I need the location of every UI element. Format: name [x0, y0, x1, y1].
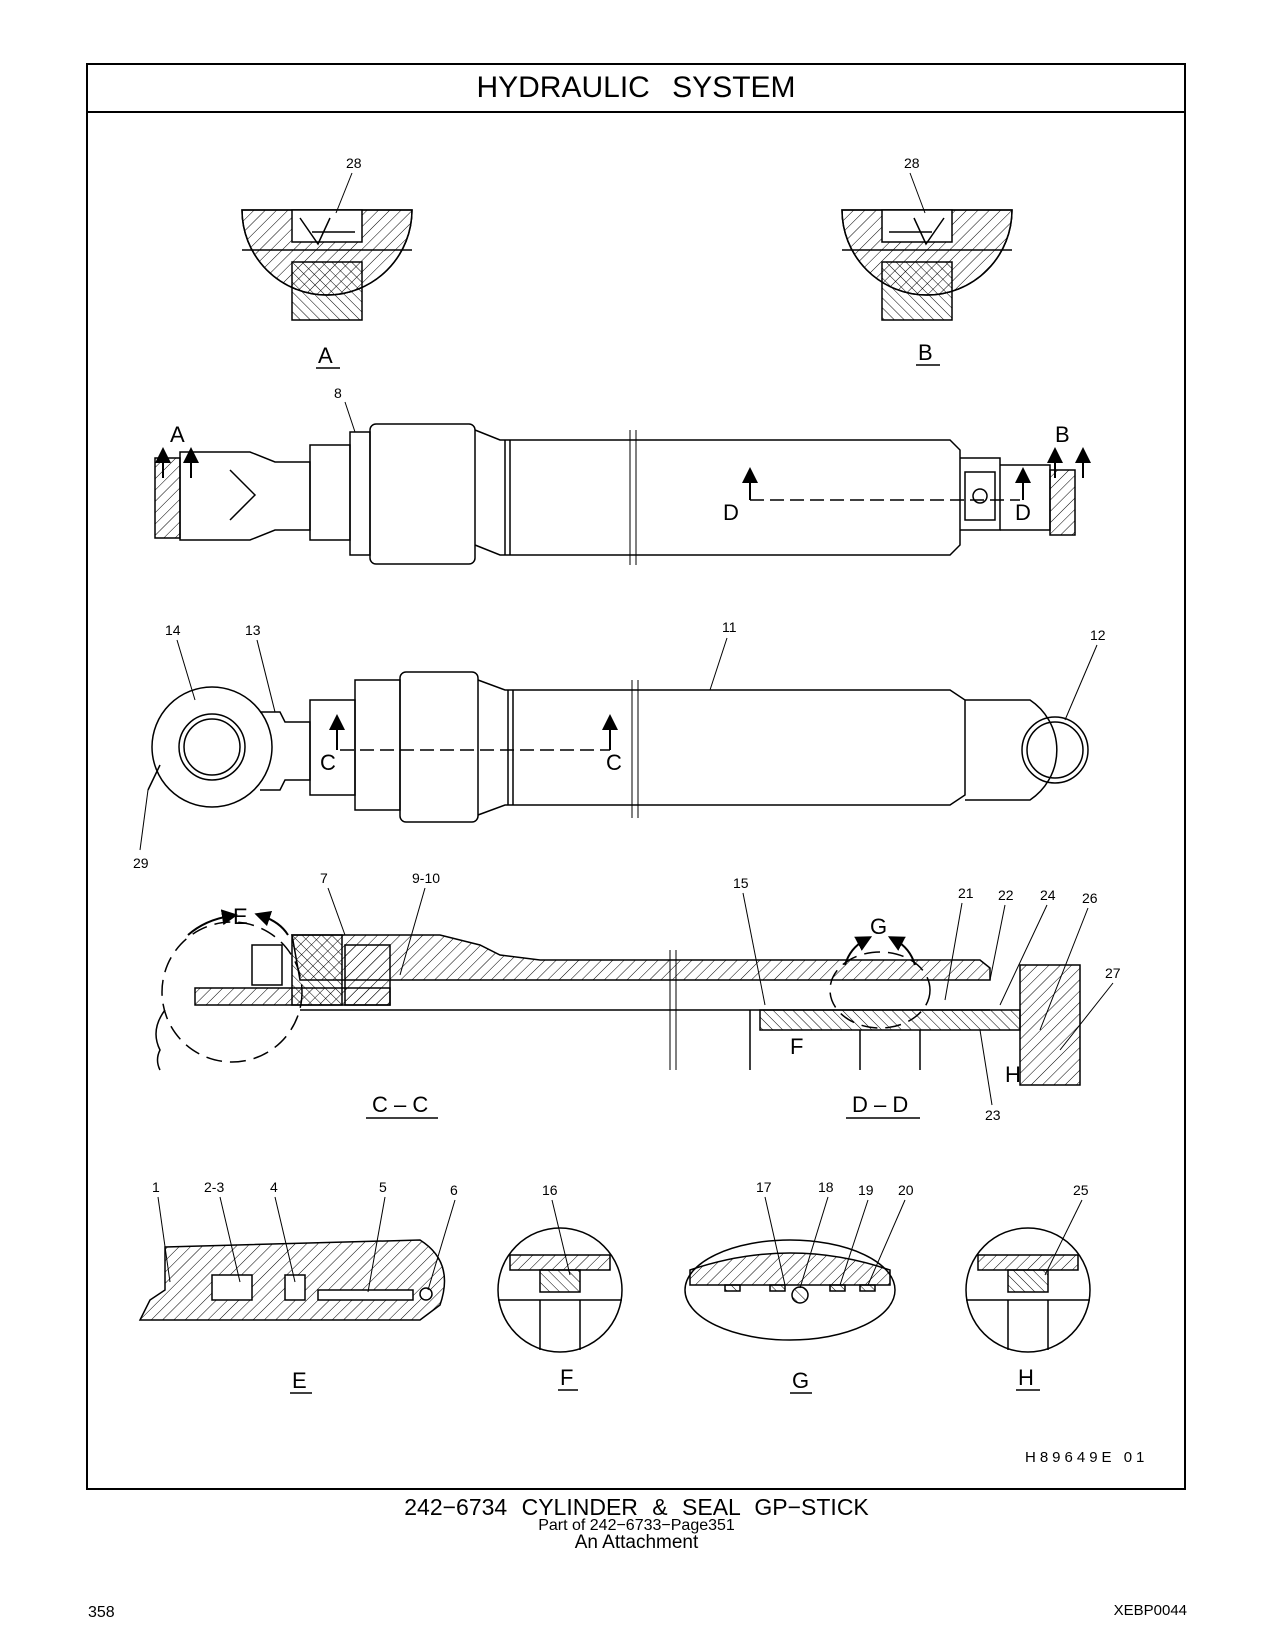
callout-28-b: 28 — [904, 155, 920, 171]
callout-2-3: 2-3 — [204, 1179, 224, 1195]
callout-28-a: 28 — [346, 155, 362, 171]
section-marker-d-left: D — [723, 500, 739, 525]
callout-12: 12 — [1090, 627, 1106, 643]
detail-marker-e: E — [233, 904, 248, 929]
callout-5: 5 — [379, 1179, 387, 1195]
section-marker-c-right: C — [606, 750, 622, 775]
detail-marker-f: F — [790, 1034, 803, 1059]
callout-11: 11 — [722, 619, 737, 635]
page-title: HYDRAULIC SYSTEM — [476, 71, 796, 104]
callout-13: 13 — [245, 622, 261, 638]
section-cc-dd — [155, 921, 1081, 1086]
callout-15: 15 — [733, 875, 749, 891]
caption-main: 242−6734 CYLINDER & SEAL GP−STICK — [404, 1494, 869, 1520]
detail-arrows-section — [187, 909, 916, 966]
callout-6: 6 — [450, 1182, 458, 1198]
callout-29: 29 — [133, 855, 149, 871]
view-label-a: A — [318, 343, 333, 368]
callout-1: 1 — [152, 1179, 160, 1195]
page-number: 358 — [88, 1604, 115, 1621]
view-label-g: G — [792, 1368, 809, 1393]
callout-8: 8 — [334, 385, 342, 401]
detail-a — [241, 209, 413, 321]
document-code: XEBP0044 — [1113, 1602, 1187, 1619]
section-marker-d-right: D — [1015, 500, 1031, 525]
view-label-e: E — [292, 1368, 307, 1393]
drawing-code: H89649E 01 — [1025, 1449, 1148, 1466]
detail-e — [138, 1239, 446, 1321]
callout-4: 4 — [270, 1179, 278, 1195]
callout-20: 20 — [898, 1182, 914, 1198]
callout-16: 16 — [542, 1182, 558, 1198]
callout-9-10: 9-10 — [412, 870, 440, 886]
view-arrows-top — [155, 447, 1091, 500]
detail-f — [497, 1227, 623, 1353]
detail-marker-h: H — [1005, 1062, 1021, 1087]
title-bar: HYDRAULIC SYSTEM — [88, 65, 1184, 113]
callout-21: 21 — [958, 885, 974, 901]
callout-22: 22 — [998, 887, 1014, 903]
detail-b — [841, 209, 1013, 321]
callout-26: 26 — [1082, 890, 1098, 906]
section-marker-c-left: C — [320, 750, 336, 775]
callout-17: 17 — [756, 1179, 772, 1195]
view-label-dd: D – D — [852, 1092, 908, 1117]
drawing-frame: HYDRAULIC SYSTEM — [86, 63, 1186, 1490]
cylinder-side-view-middle — [147, 671, 1089, 823]
callout-24: 24 — [1040, 887, 1056, 903]
callout-19: 19 — [858, 1182, 874, 1198]
callout-14: 14 — [165, 622, 181, 638]
section-marker-b: B — [1055, 422, 1070, 447]
section-marker-a: A — [170, 422, 185, 447]
caption-sub2: An Attachment — [574, 1532, 699, 1553]
view-label-cc: C – C — [372, 1092, 428, 1117]
view-label-f: F — [560, 1365, 573, 1390]
callout-25: 25 — [1073, 1182, 1089, 1198]
view-label-h: H — [1018, 1365, 1034, 1390]
callout-27: 27 — [1105, 965, 1121, 981]
view-arrows-middle — [329, 714, 618, 750]
caption-sub: Part of 242−6733−Page351 — [538, 1517, 735, 1534]
cylinder-side-view-top — [154, 423, 1076, 565]
callout-7: 7 — [320, 870, 328, 886]
leader-lines — [139, 172, 1114, 1293]
callout-18: 18 — [818, 1179, 834, 1195]
detail-g — [684, 1239, 896, 1341]
detail-marker-g: G — [870, 914, 887, 939]
callout-23: 23 — [985, 1107, 1001, 1123]
view-label-b: B — [918, 340, 933, 365]
detail-h — [965, 1227, 1091, 1353]
